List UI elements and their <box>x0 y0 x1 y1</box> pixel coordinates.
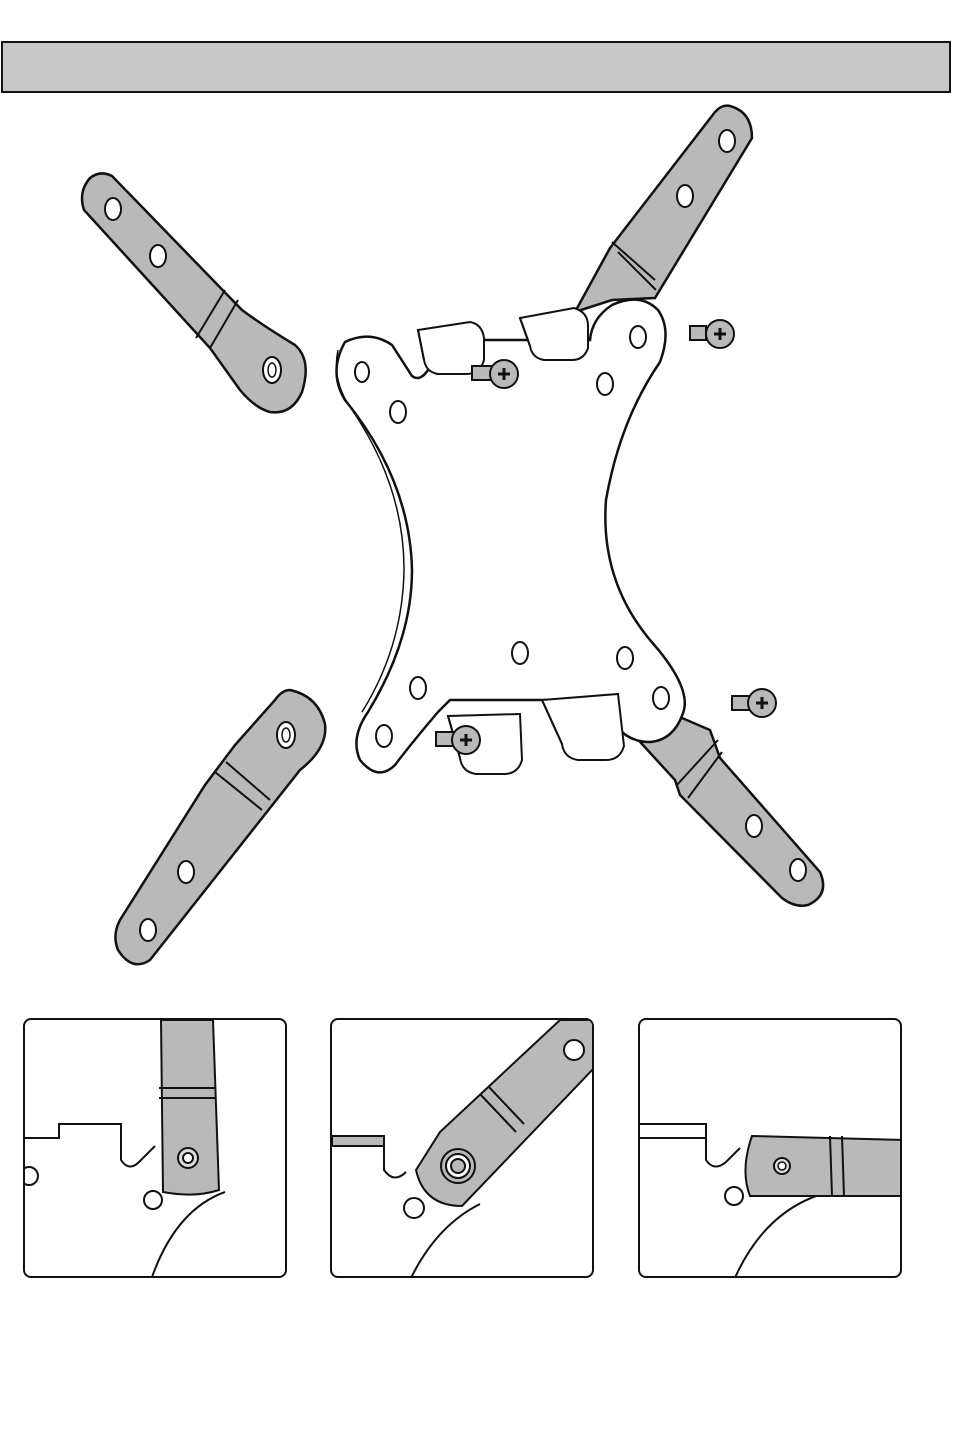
detail-arm-horizontal <box>638 1018 902 1278</box>
arm-screw-4 <box>732 689 776 717</box>
assembly-diagram <box>0 95 954 995</box>
adapter-arm-upper-right <box>575 106 752 312</box>
detail-arm-vertical <box>23 1018 287 1278</box>
adapter-arm-lower-left <box>115 690 325 964</box>
detail-drawing-2 <box>332 1020 594 1278</box>
arm-screw-2 <box>690 320 734 348</box>
step-header-title <box>3 43 949 71</box>
detail-drawing-1 <box>25 1020 287 1278</box>
arm-screw-3 <box>436 726 480 754</box>
detail-arm-angled-with-washer <box>330 1018 594 1278</box>
step-header-bar <box>1 41 951 93</box>
plate-clip-bottom-right <box>542 694 624 760</box>
adapter-arm-upper-left <box>82 173 306 412</box>
detail-drawing-3 <box>640 1020 902 1278</box>
